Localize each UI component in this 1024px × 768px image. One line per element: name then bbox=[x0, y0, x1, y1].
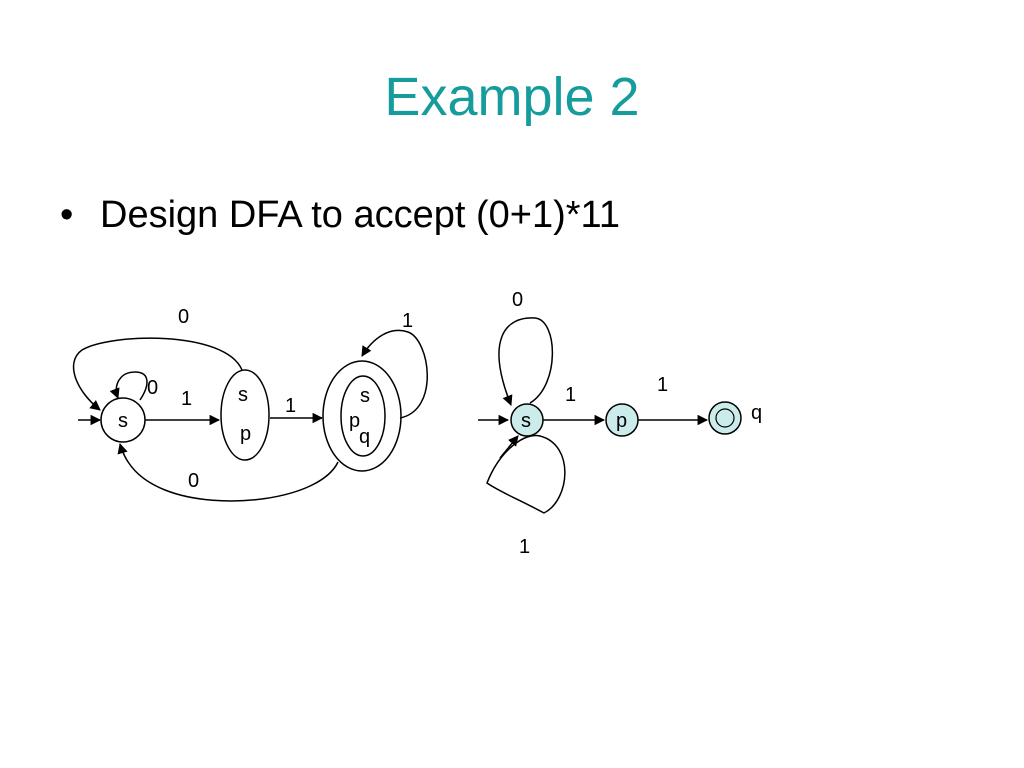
left-edge-sp-s-label: 0 bbox=[178, 306, 189, 328]
left-state-sp-label-s: s bbox=[238, 384, 248, 406]
left-edge-spq-s-label: 0 bbox=[188, 470, 199, 492]
right-nfa: s p q 0 1 1 1 bbox=[478, 289, 762, 558]
left-edge-sp-s bbox=[72, 337, 243, 411]
left-edge-s-sp-label: 1 bbox=[181, 388, 192, 410]
left-state-s-label: s bbox=[118, 410, 128, 432]
right-state-q-label: q bbox=[751, 402, 762, 424]
slide-title: Example 2 bbox=[384, 67, 640, 127]
right-state-p-label: p bbox=[616, 410, 627, 432]
bullet-marker: • bbox=[60, 194, 74, 236]
right-edge-s-p-label: 1 bbox=[565, 384, 576, 406]
right-loop-bottom bbox=[486, 434, 566, 514]
left-state-sp-label-p: p bbox=[240, 423, 251, 445]
right-loop-bottom-label: 1 bbox=[519, 536, 530, 558]
left-edge-spq-s bbox=[117, 442, 339, 502]
right-loop-top bbox=[498, 317, 554, 406]
right-loop-top-label: 0 bbox=[512, 289, 523, 311]
left-loop-spq-label: 1 bbox=[402, 310, 413, 332]
left-loop-s-label: 0 bbox=[147, 377, 158, 399]
left-state-sp bbox=[220, 369, 270, 461]
right-edge-p-q-label: 1 bbox=[657, 374, 668, 396]
left-dfa: s s p s p q 0 1 1 0 0 bbox=[72, 306, 428, 502]
bullet-item: • Design DFA to accept (0+1)*11 bbox=[60, 190, 620, 240]
left-loop-s bbox=[109, 371, 148, 401]
right-state-q-inner bbox=[715, 408, 735, 428]
left-loop-spq bbox=[361, 329, 428, 419]
left-state-spq-inner bbox=[340, 375, 386, 457]
right-loop-bottom-head bbox=[499, 435, 519, 459]
left-edge-sp-spq-label: 1 bbox=[285, 395, 296, 417]
right-state-s-label: s bbox=[521, 410, 531, 432]
left-state-spq-label-q: q bbox=[359, 426, 370, 448]
bullet-text: Design DFA to accept (0+1)*11 bbox=[100, 194, 620, 236]
left-state-spq-label-s: s bbox=[360, 385, 370, 407]
left-state-spq-label-p: p bbox=[349, 410, 360, 432]
